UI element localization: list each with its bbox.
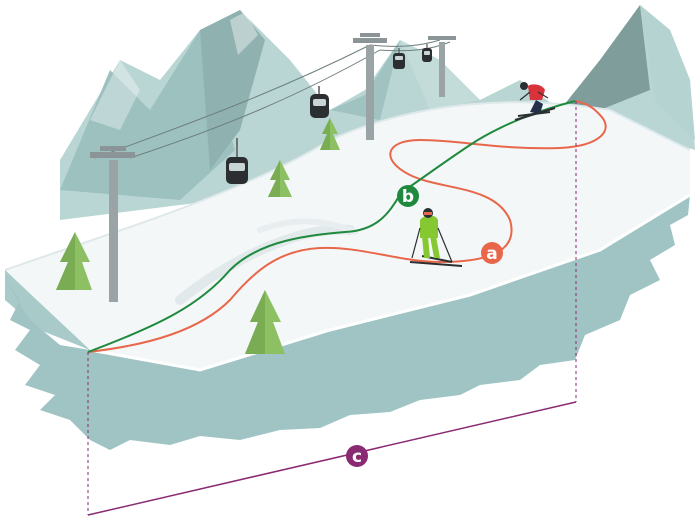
- lift-pylon-icon: [428, 36, 456, 97]
- skier-icon: [409, 208, 463, 267]
- cable-car-icon: [393, 48, 405, 69]
- pine-tree-icon: [245, 290, 285, 354]
- cable-car-icon: [310, 86, 329, 118]
- label-c-text: c: [352, 447, 362, 467]
- lift-pylon-icon: [353, 33, 387, 140]
- distance-c-measure: [87, 101, 577, 516]
- pine-tree-icon: [56, 232, 92, 290]
- pine-tree-icon: [268, 160, 292, 197]
- label-badge-a: a: [481, 242, 503, 264]
- label-badge-c: c: [346, 445, 368, 467]
- lift-cable: [94, 39, 451, 159]
- label-a-text: a: [486, 244, 497, 264]
- route-a-line: [87, 100, 607, 353]
- route-b-line: [87, 100, 576, 353]
- cable-car-icon: [226, 138, 248, 184]
- lift-pylon-icon: [90, 146, 135, 302]
- skier-icon: [514, 82, 556, 121]
- cable-car-icon: [422, 44, 432, 62]
- ice-cross-section: [5, 193, 691, 450]
- pine-tree-icon: [320, 118, 340, 150]
- label-b-text: b: [402, 187, 414, 207]
- label-badge-b: b: [397, 185, 419, 207]
